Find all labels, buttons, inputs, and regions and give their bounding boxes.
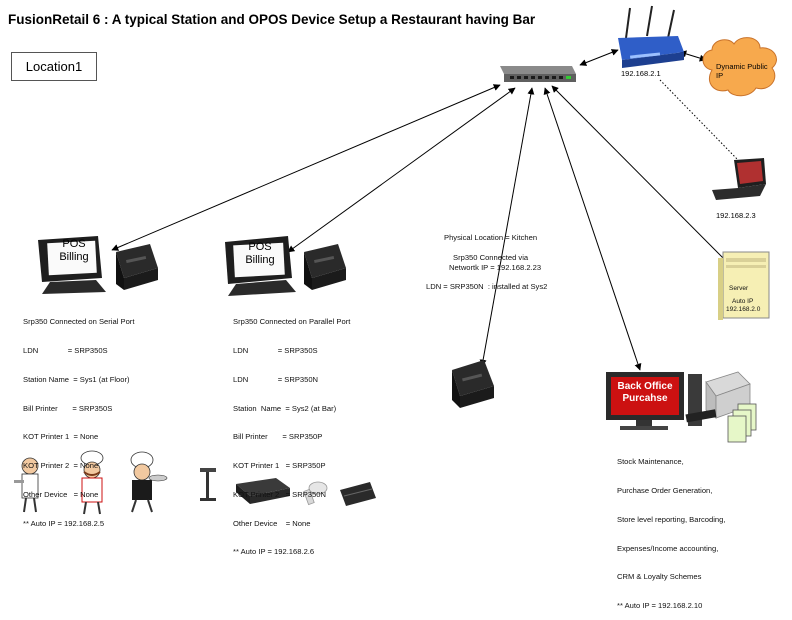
kitchen-location: Physical Location = Kitchen (444, 233, 538, 242)
laptop-icon (712, 158, 766, 200)
scale-icon (200, 468, 216, 501)
pos2-line: KOT Printer 2 = SRP350N (233, 489, 326, 499)
kitchen-connection: Srp350 Connected via (453, 253, 529, 262)
router-ip: 192.168.2.1 (621, 69, 661, 78)
chef-icon (130, 451, 168, 513)
pos-terminal-icon (225, 236, 296, 296)
pos2-line: LDN = SRP350S (233, 345, 318, 355)
pos2-line: KOT Printer 1 = SRP350P (233, 461, 326, 471)
server-icon (718, 251, 770, 320)
page-title: FusionRetail 6 : A typical Station and O… (8, 12, 536, 27)
link-switch-pos2 (287, 87, 516, 253)
pos1-details: Srp350 Connected on Serial Port LDN = SR… (23, 298, 134, 538)
backoffice-line: Expenses/Income accounting, (617, 543, 719, 553)
receipt-printer-icon (304, 244, 346, 290)
cloud-label: Dynamic Public IP (716, 62, 768, 80)
link-router-laptop (659, 79, 739, 161)
pos2-details: Srp350 Connected on Parallel Port LDN = … (233, 298, 350, 567)
laptop-ip: 192.168.2.3 (716, 211, 756, 220)
link-router-cloud (679, 50, 707, 62)
pos2-line: Srp350 Connected on Parallel Port (233, 317, 351, 327)
kitchen-network-ip: Networtk IP = 192.168.2.23 (449, 263, 542, 272)
server-title: Server (729, 285, 749, 292)
pos-terminal-icon (38, 236, 106, 294)
link-switch-pos1 (111, 84, 501, 251)
pos1-label-line1: POS (62, 238, 86, 250)
receipt-printer-icon (452, 360, 494, 408)
waiter-icon (14, 457, 39, 513)
backoffice-line: Purchase Order Generation, (617, 485, 713, 495)
chef-icon (80, 450, 104, 515)
pos1-line: KOT Printer 2 = None (23, 461, 99, 471)
barcode-scanner-icon (303, 481, 328, 506)
pos2-line: ** Auto IP = 192.168.2.6 (233, 547, 315, 557)
pos1-line: ** Auto IP = 192.168.2.5 (23, 518, 105, 528)
backoffice-line: Store level reporting, Barcoding, (617, 514, 726, 524)
pos2-line: Bill Printer = SRP350P (233, 432, 323, 442)
cash-drawer-icon (236, 478, 290, 504)
backoffice-details: Stock Maintenance, Purchase Order Genera… (617, 438, 725, 620)
kitchen-ldn: LDN = SRP350N : installed at Sys2 (426, 282, 548, 291)
router-icon (618, 5, 684, 68)
backoffice-line: CRM & Loyalty Schemes (617, 572, 702, 582)
pos1-line: Bill Printer = SRP350S (23, 403, 113, 413)
pos1-line: Other Device = None (23, 489, 99, 499)
pos1-screen-label: POS Billing (56, 238, 92, 264)
pos2-line: Other Device = None (233, 518, 311, 528)
link-switch-kitchen (479, 87, 535, 367)
backoffice-label-line1: Back Office (617, 381, 673, 392)
cloud-icon (702, 37, 777, 97)
server-ip-line1: Auto IP (732, 298, 754, 305)
location-label: Location1 (11, 52, 97, 81)
pos1-line: LDN = SRP350S (23, 345, 108, 355)
document-stack-icon (727, 403, 757, 443)
pos1-line: Srp350 Connected on Serial Port (23, 317, 135, 327)
pos1-line: Station Name = Sys1 (at Floor) (23, 374, 130, 384)
link-switch-server (551, 85, 736, 271)
pos2-screen-label: POS Billing (240, 241, 280, 267)
backoffice-line: Stock Maintenance, (617, 457, 684, 467)
backoffice-label-line2: Purcahse (622, 393, 668, 404)
pos2-label-line2: Billing (245, 254, 275, 266)
card-reader-icon (340, 482, 376, 506)
server-ip-line2: 192.168.2.0 (726, 306, 761, 313)
desktop-computer-icon (606, 372, 702, 430)
label-printer-icon (685, 371, 751, 423)
network-switch-icon (500, 66, 576, 82)
pos1-line: KOT Printer 1 = None (23, 432, 99, 442)
receipt-printer-icon (116, 244, 158, 290)
link-switch-router (579, 49, 619, 66)
backoffice-line: ** Auto IP = 192.168.2.10 (617, 601, 703, 611)
backoffice-screen-label: Back Office Purcahse (612, 381, 678, 405)
connection-lines (14, 5, 777, 515)
pos2-line: LDN = SRP350N (233, 374, 319, 384)
pos2-label-line1: POS (248, 241, 272, 253)
pos2-line: Station Name = Sys2 (at Bar) (233, 403, 337, 413)
pos1-label-line2: Billing (59, 251, 89, 263)
link-switch-backoffice (543, 87, 642, 371)
